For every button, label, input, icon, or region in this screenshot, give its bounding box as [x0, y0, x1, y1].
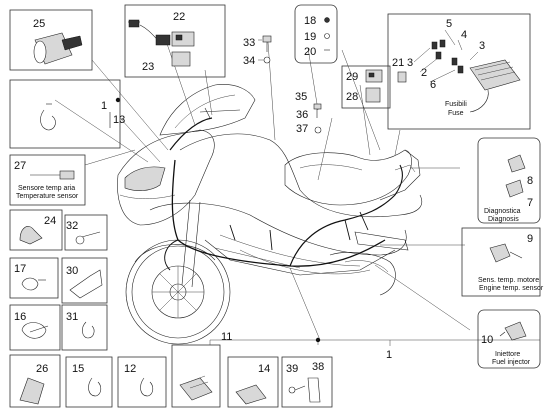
part-number-12: 12 [124, 363, 136, 375]
part-number-32: 32 [66, 220, 78, 232]
part-number-31: 31 [66, 311, 78, 323]
part-number-27: 27 [14, 160, 26, 172]
caption-fuse-it: Fusibili [445, 101, 467, 108]
leader-lines [54, 37, 540, 346]
part-number-21: 21 [392, 57, 404, 69]
part-number-34: 34 [243, 55, 255, 67]
part-number-18: 18 [304, 15, 316, 27]
part-number-9: 9 [527, 233, 533, 245]
part-number-23: 23 [142, 61, 154, 73]
part-number-29: 29 [346, 71, 358, 83]
part-number-1-lower: 1 [386, 349, 392, 361]
part-number-30: 30 [66, 265, 78, 277]
part-10-box: 10 Iniettore Fuel injector [477, 309, 541, 369]
scooter-illustration [117, 84, 423, 345]
part-number-10: 10 [481, 334, 493, 346]
caption-inj-en: Fuel injector [492, 359, 531, 366]
part-number-2: 2 [421, 67, 427, 79]
part-number-28: 28 [346, 91, 358, 103]
part-15-box: 15 [65, 356, 113, 408]
part-11-box: 11 [171, 331, 232, 408]
part-9-box: 9 Sens. temp. motore Engine temp. sensor [461, 227, 544, 297]
part-18-20-box: 18 19 20 [294, 4, 338, 64]
caption-diag-en: Diagnosis [488, 216, 519, 223]
part-25-box: 25 [9, 9, 93, 71]
part-number-11: 11 [221, 331, 232, 343]
part-17-box: 17 [9, 257, 59, 299]
part-26-box: 26 [9, 354, 61, 408]
part-number-37: 37 [296, 123, 308, 135]
caption-diag-it: Diagnostica [484, 208, 521, 215]
part-number-20: 20 [304, 46, 316, 58]
part-number-13: 13 [113, 114, 125, 126]
part-7-8-box: 8 7 Diagnostica Diagnosis [477, 137, 541, 224]
part-number-14: 14 [258, 363, 270, 375]
caption-air-en: Temperature sensor [16, 193, 79, 200]
part-1-13-box: 1 13 [9, 79, 125, 149]
part-12-box: 12 [117, 356, 167, 408]
part-number-8: 8 [527, 175, 533, 187]
part-27-box: 27 Sensore temp aria Temperature sensor [9, 154, 86, 206]
part-22-23-box: 22 23 [124, 4, 226, 78]
part-number-3a: 3 [407, 57, 413, 69]
part-number-16: 16 [14, 311, 26, 323]
part-31-box: 31 [61, 304, 108, 351]
part-16-box: 16 [9, 304, 61, 351]
part-14-box: 14 [227, 356, 279, 408]
part-35-37-group: 35 36 37 [295, 91, 322, 135]
part-number-24: 24 [44, 215, 56, 227]
part-number-38: 38 [312, 361, 324, 373]
part-number-6: 6 [430, 79, 436, 91]
part-number-25: 25 [33, 18, 45, 30]
part-38-39-box: 39 38 [281, 356, 333, 408]
caption-eng-it: Sens. temp. motore [478, 277, 539, 284]
part-number-7: 7 [527, 197, 533, 209]
part-24-box: 24 [9, 209, 63, 251]
caption-air-it: Sensore temp aria [18, 185, 75, 192]
caption-fuse-en: Fuse [448, 110, 464, 117]
fuse-box: 5 4 3 21 3 2 6 Fusibili Fuse [387, 13, 531, 130]
part-number-39: 39 [286, 363, 298, 375]
part-number-36: 36 [296, 109, 308, 121]
part-28-29-box: 29 28 [341, 65, 391, 109]
part-number-17: 17 [14, 263, 26, 275]
part-number-33: 33 [243, 37, 255, 49]
part-number-35: 35 [295, 91, 307, 103]
part-number-3b: 3 [479, 40, 485, 52]
part-number-4: 4 [461, 29, 467, 41]
caption-eng-en: Engine temp. sensor [479, 285, 544, 292]
caption-inj-it: Iniettore [495, 351, 520, 358]
part-30-box: 30 [61, 257, 108, 304]
part-33-34-group: 33 34 [243, 35, 272, 67]
part-number-5: 5 [446, 18, 452, 30]
part-number-15: 15 [72, 363, 84, 375]
part-32-box: 32 [64, 214, 108, 251]
part-number-19: 19 [304, 31, 316, 43]
part-number-26: 26 [36, 363, 48, 375]
part-number-1: 1 [101, 100, 107, 112]
part-number-22: 22 [173, 11, 185, 23]
